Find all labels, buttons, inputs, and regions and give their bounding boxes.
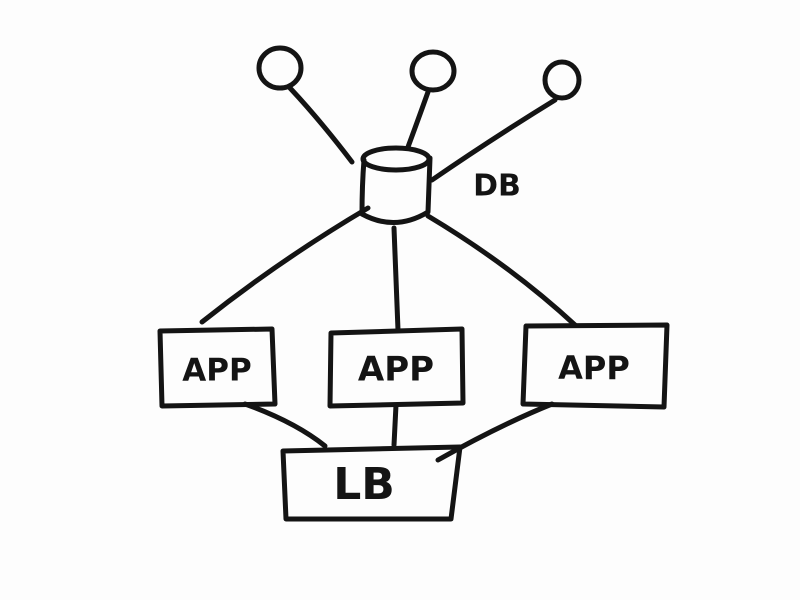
client-2-db-link — [405, 89, 431, 150]
database-cylinder-top — [360, 145, 432, 173]
load-balancer: LB — [280, 444, 463, 522]
app-lb-links — [242, 401, 555, 463]
client-db-links — [287, 85, 558, 183]
db-app-links — [199, 205, 578, 333]
client-nodes — [256, 45, 582, 101]
app-server-3: APP — [520, 322, 670, 410]
client-1-db-link — [287, 85, 355, 165]
database-cylinder-body — [359, 155, 433, 225]
app-server-2-label: APP — [358, 350, 434, 390]
load-balancer-label: LB — [333, 459, 395, 510]
app-server-1: APP — [157, 326, 278, 409]
client-node-1 — [256, 45, 304, 91]
app-server-3-label: APP — [558, 349, 630, 387]
app-3-lb-link — [435, 401, 555, 463]
load-balancer-box — [280, 444, 463, 522]
app-server-1-label: APP — [182, 353, 251, 389]
database-label: DB — [473, 169, 521, 204]
app-server-2-box — [327, 326, 466, 409]
client-node-3 — [542, 59, 582, 101]
app-1-lb-link — [242, 401, 328, 449]
app-server-1-box — [157, 326, 278, 409]
database-node: DB — [359, 145, 521, 225]
client-node-2 — [409, 49, 457, 93]
db-app-2-link — [391, 225, 401, 333]
app-server-2: APP — [327, 326, 466, 409]
db-app-1-link — [199, 205, 371, 325]
app-server-3-box — [520, 322, 670, 410]
db-app-3-link — [425, 213, 578, 328]
client-3-db-link — [429, 97, 558, 183]
app-2-lb-link — [391, 402, 399, 448]
